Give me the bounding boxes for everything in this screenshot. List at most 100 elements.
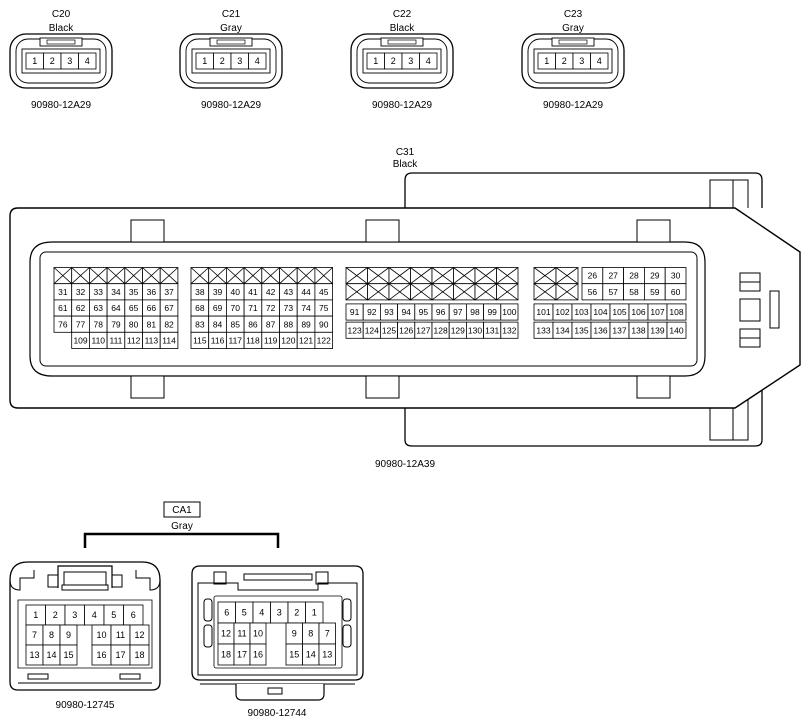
- ecu-rear-tab-top: [709, 179, 749, 208]
- pin-cell: 27: [602, 267, 624, 285]
- pin-number: 105: [612, 307, 626, 317]
- pin-cell: 75: [314, 299, 333, 317]
- ecu-connector-id: C31: [396, 147, 415, 158]
- pin-number: 118: [246, 335, 260, 345]
- ca1-left-part-number: 90980-12745: [56, 700, 115, 711]
- pin-cell: 3: [60, 52, 79, 70]
- pin-number: 115: [193, 335, 207, 345]
- connector-part-number: 90980-12A29: [372, 100, 432, 111]
- pin-number: 83: [195, 319, 205, 329]
- pin-number: 16: [96, 650, 106, 660]
- pin-cell: 4: [78, 52, 97, 70]
- pin-cell: 11: [233, 622, 251, 645]
- pin-number: 1: [33, 610, 38, 620]
- ecu-connector-color: Black: [393, 159, 418, 170]
- empty-pin-cell: [345, 267, 368, 285]
- empty-pin-cell: [410, 283, 433, 301]
- pin-number: 70: [231, 303, 241, 313]
- pin-number: 138: [631, 325, 645, 335]
- pin-cell: 124: [362, 321, 381, 339]
- pin-cell: 4: [252, 601, 271, 624]
- pin-number: 69: [213, 303, 223, 313]
- pin-cell: 57: [602, 283, 624, 301]
- pin-cell: 106: [628, 303, 649, 321]
- pin-cell: 13: [318, 643, 336, 666]
- empty-pin-cell: [190, 267, 210, 285]
- pin-cell: 109: [71, 331, 90, 349]
- pin-number: 40: [231, 287, 241, 297]
- ecu-tab: [636, 375, 671, 399]
- pin-number: 3: [277, 608, 282, 618]
- pin-number: 108: [669, 307, 683, 317]
- pin-number: 4: [255, 56, 260, 66]
- pin-number: 116: [211, 335, 225, 345]
- pin-cell: 134: [552, 321, 573, 339]
- pin-cell: 15: [59, 644, 78, 666]
- pin-cell: 118: [243, 331, 263, 349]
- pin-number: 11: [116, 630, 125, 640]
- pin-cell: 135: [571, 321, 592, 339]
- empty-pin-cell: [496, 283, 519, 301]
- empty-pin-cell: [453, 267, 476, 285]
- pin-cell: 31: [53, 283, 73, 301]
- pin-number: 18: [221, 650, 231, 660]
- pin-cell: 82: [159, 315, 179, 333]
- pin-number: 111: [109, 335, 122, 345]
- pin-number: 4: [426, 56, 431, 66]
- pin-cell: 127: [414, 321, 433, 339]
- pin-number: 41: [248, 287, 258, 297]
- pin-number: 56: [588, 287, 598, 297]
- pin-cell: 129: [448, 321, 467, 339]
- pin-cell: 120: [279, 331, 298, 349]
- pin-number: 65: [129, 303, 139, 313]
- pin-number: 114: [162, 335, 176, 345]
- pin-number: 11: [237, 629, 246, 639]
- pin-cell: 136: [590, 321, 611, 339]
- ca1-right-part-number: 90980-12744: [248, 708, 307, 719]
- pin-cell: 33: [89, 283, 108, 301]
- pin-number: 59: [650, 287, 660, 297]
- pin-cell: 1: [366, 52, 385, 70]
- pin-cell: 3: [230, 52, 249, 70]
- pin-cell: 97: [448, 303, 467, 321]
- pin-number: 85: [231, 319, 241, 329]
- pin-number: 14: [306, 650, 316, 660]
- pin-cell: 8: [302, 622, 320, 645]
- pin-cell: 12: [129, 624, 150, 646]
- pin-number: 2: [391, 56, 396, 66]
- pin-cell: 90: [314, 315, 333, 333]
- pin-number: 63: [94, 303, 104, 313]
- connector-part-number: 90980-12A29: [201, 100, 261, 111]
- pin-cell: 2: [555, 52, 574, 70]
- pin-cell: 1: [195, 52, 214, 70]
- pin-cell: 73: [279, 299, 298, 317]
- pin-number: 140: [669, 325, 683, 335]
- empty-pin-cell: [474, 283, 497, 301]
- pin-number: 117: [228, 335, 242, 345]
- pin-cell: 6: [217, 601, 236, 624]
- pin-cell: 4: [248, 52, 267, 70]
- pin-number: 2: [50, 56, 55, 66]
- pin-number: 37: [164, 287, 174, 297]
- pin-cell: 44: [296, 283, 316, 301]
- pin-number: 62: [76, 303, 86, 313]
- pin-cell: 63: [89, 299, 108, 317]
- pin-number: 94: [401, 307, 411, 317]
- pin-number: 4: [597, 56, 602, 66]
- empty-pin-cell: [388, 267, 411, 285]
- pin-cell: 140: [666, 321, 687, 339]
- pin-cell: 117: [225, 331, 245, 349]
- pin-cell: 59: [644, 283, 666, 301]
- pin-cell: 115: [190, 331, 210, 349]
- empty-pin-cell: [159, 267, 179, 285]
- pin-cell: 43: [279, 283, 298, 301]
- pin-cell: 6: [123, 604, 144, 626]
- pin-cell: 108: [666, 303, 687, 321]
- pin-cell: 130: [465, 321, 484, 339]
- pin-cell: 14: [302, 643, 320, 666]
- pin-cell: 71: [243, 299, 263, 317]
- pin-number: 61: [58, 303, 68, 313]
- pin-number: 45: [319, 287, 329, 297]
